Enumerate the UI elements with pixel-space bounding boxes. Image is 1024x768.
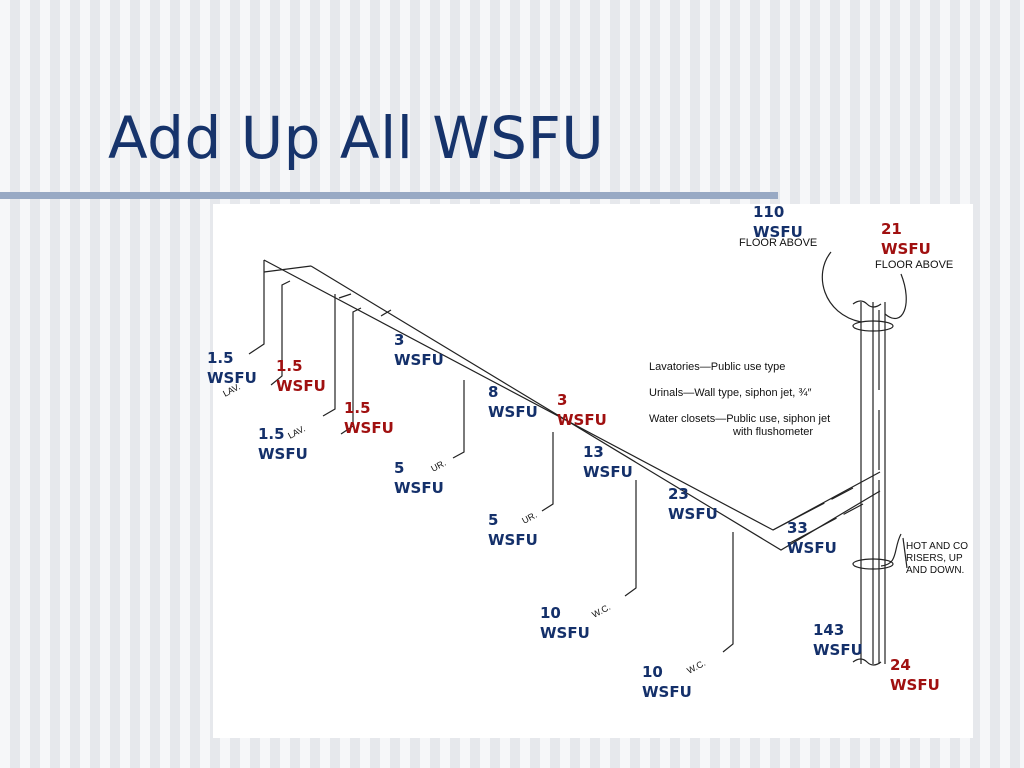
wsfu-unit: WSFU (813, 641, 863, 659)
leader-risers-note (880, 533, 902, 567)
wsfu-value: 5 (488, 511, 499, 529)
wsfu-unit: WSFU (642, 683, 692, 701)
wsfu-unit: WSFU (344, 419, 394, 437)
wsfu-label-sum-8: 8 WSFU (488, 382, 538, 422)
wsfu-unit: WSFU (787, 539, 837, 557)
wsfu-label-ur-2: 5 WSFU (488, 510, 538, 550)
branch-top-edge (263, 265, 312, 273)
wsfu-unit: WSFU (276, 377, 326, 395)
wsfu-label-total-143: 143 WSFU (813, 620, 863, 660)
wsfu-unit: WSFU (540, 624, 590, 642)
wsfu-label-above-21: 21 WSFU (881, 219, 931, 259)
riser-link-upper (772, 487, 854, 531)
wsfu-label-sum-33: 33 WSFU (787, 518, 837, 558)
wsfu-unit: WSFU (488, 531, 538, 549)
wsfu-unit: WSFU (488, 403, 538, 421)
riser-collar-mid (852, 558, 894, 570)
legend-urinals: Urinals—Wall type, siphon jet, ¾″ (649, 387, 812, 399)
ur-pipe-1 (452, 380, 465, 459)
riser-collar-top (852, 320, 894, 332)
wsfu-unit: WSFU (394, 351, 444, 369)
risers-note-line-1: HOT AND CO (906, 541, 968, 552)
wsfu-label-sum-3a: 3 WSFU (394, 330, 444, 370)
wsfu-value: 1.5 (258, 425, 285, 443)
wsfu-value: 3 (394, 331, 405, 349)
wsfu-unit: WSFU (557, 411, 607, 429)
risers-note-line-3: AND DOWN. (906, 565, 964, 576)
lav-pipe-3 (340, 307, 362, 435)
wsfu-unit: WSFU (668, 505, 718, 523)
wsfu-label-above-110: 110 WSFU (753, 202, 803, 242)
lav-tee-mark (338, 293, 352, 299)
wsfu-value: 1.5 (344, 399, 371, 417)
lav-pipe-1 (270, 280, 291, 386)
wsfu-value: 110 (753, 203, 785, 221)
wsfu-value: 5 (394, 459, 405, 477)
wsfu-label-sum-23: 23 WSFU (668, 484, 718, 524)
wsfu-value: 10 (642, 663, 663, 681)
wsfu-value: 13 (583, 443, 604, 461)
wsfu-label-lav-4: 1.5 WSFU (258, 424, 308, 464)
wsfu-value: 3 (557, 391, 568, 409)
leader-risers-tick (902, 537, 908, 569)
wsfu-value: 33 (787, 519, 808, 537)
title-rule (0, 192, 778, 199)
floor-above-left-note: FLOOR ABOVE (739, 237, 817, 249)
wsfu-value: 1.5 (207, 349, 234, 367)
leader-floor-above-left (821, 251, 862, 323)
slide-title: Add Up All WSFU (108, 104, 605, 172)
isometric-diagram: FLOOR ABOVE FLOOR ABOVE Lavatories—Publi… (213, 204, 973, 738)
pipe-drawing: FLOOR ABOVE FLOOR ABOVE Lavatories—Publi… (221, 237, 968, 676)
branch-end-cap (248, 260, 265, 355)
wsfu-label-lav-2: 1.5 WSFU (276, 356, 326, 396)
wsfu-label-ur-1: 5 WSFU (394, 458, 444, 498)
wc-pipe-1 (624, 480, 637, 597)
wsfu-value: 23 (668, 485, 689, 503)
wsfu-label-lav-3: 1.5 WSFU (344, 398, 394, 438)
legend-water-closets-2: with flushometer (732, 426, 813, 438)
wsfu-label-wc-1: 10 WSFU (540, 603, 590, 643)
wsfu-label-wc-2: 10 WSFU (642, 662, 692, 702)
wsfu-unit: WSFU (394, 479, 444, 497)
fixture-tag-wc-1: W.C. (590, 602, 612, 620)
wsfu-unit: WSFU (881, 240, 931, 258)
lav-pipe-2 (322, 294, 336, 417)
wsfu-unit: WSFU (583, 463, 633, 481)
riser-link-lower (787, 503, 864, 545)
wsfu-unit: WSFU (258, 445, 308, 463)
wsfu-label-sum-3b: 3 WSFU (557, 390, 607, 430)
main-branch-lower (310, 265, 881, 551)
ur-pipe-2 (541, 432, 554, 512)
riser-bottom-break (852, 658, 882, 666)
wsfu-label-sum-13: 13 WSFU (583, 442, 633, 482)
lav-tee-mark-2 (380, 309, 392, 317)
wsfu-unit: WSFU (753, 223, 803, 241)
wsfu-value: 10 (540, 604, 561, 622)
floor-above-right-note: FLOOR ABOVE (875, 259, 953, 271)
leader-floor-above-right (884, 273, 907, 320)
wsfu-value: 8 (488, 383, 499, 401)
riser-top-break (852, 300, 882, 308)
wsfu-value: 143 (813, 621, 845, 639)
wsfu-label-lav-1: 1.5 WSFU (207, 348, 257, 388)
wsfu-value: 1.5 (276, 357, 303, 375)
wc-pipe-2 (722, 532, 734, 653)
wsfu-unit: WSFU (207, 369, 257, 387)
risers-note-line-2: RISERS, UP (906, 553, 963, 564)
legend-water-closets: Water closets—Public use, siphon jet (649, 413, 830, 425)
wsfu-value: 21 (881, 220, 902, 238)
wsfu-label-total-24: 24 WSFU (890, 655, 940, 695)
wsfu-unit: WSFU (890, 676, 940, 694)
legend-lavatories: Lavatories—Public use type (649, 361, 785, 373)
wsfu-value: 24 (890, 656, 911, 674)
